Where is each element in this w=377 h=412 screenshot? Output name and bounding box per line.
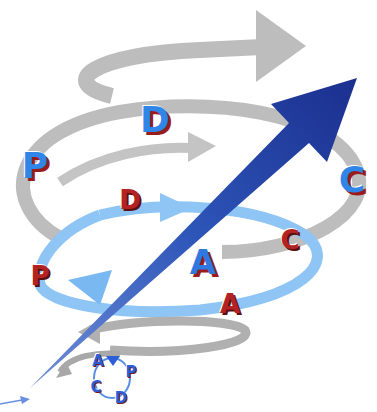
cycle-letter: C <box>339 162 365 198</box>
outer-loop-top <box>86 47 262 96</box>
entry-line <box>0 400 22 404</box>
gray-arrowhead <box>188 132 216 162</box>
cycle-letter: P <box>22 148 48 184</box>
blue-arrowhead <box>160 193 192 222</box>
cycle-letter: D <box>119 187 141 213</box>
cycle-letter: P <box>30 263 49 289</box>
outer-arrowhead <box>256 10 306 82</box>
rising-arrow <box>30 78 357 388</box>
entry-arrowhead <box>20 396 30 404</box>
tiny-cycle-head <box>106 356 120 366</box>
cycle-letter: C <box>280 227 299 253</box>
blue-arrowhead <box>68 270 112 305</box>
middle-loop <box>40 207 317 312</box>
cycle-letter: A <box>92 354 104 369</box>
inner-gray-arc <box>60 148 192 182</box>
cycle-letter: P <box>126 365 137 380</box>
cycle-letter: A <box>190 245 216 279</box>
small-loop <box>90 321 246 351</box>
cycle-letter: D <box>140 102 170 138</box>
cycle-letter: D <box>115 391 127 406</box>
cycle-letter: C <box>90 380 101 395</box>
cycle-letter: A <box>220 291 240 317</box>
tiny-arrowhead <box>56 362 72 378</box>
